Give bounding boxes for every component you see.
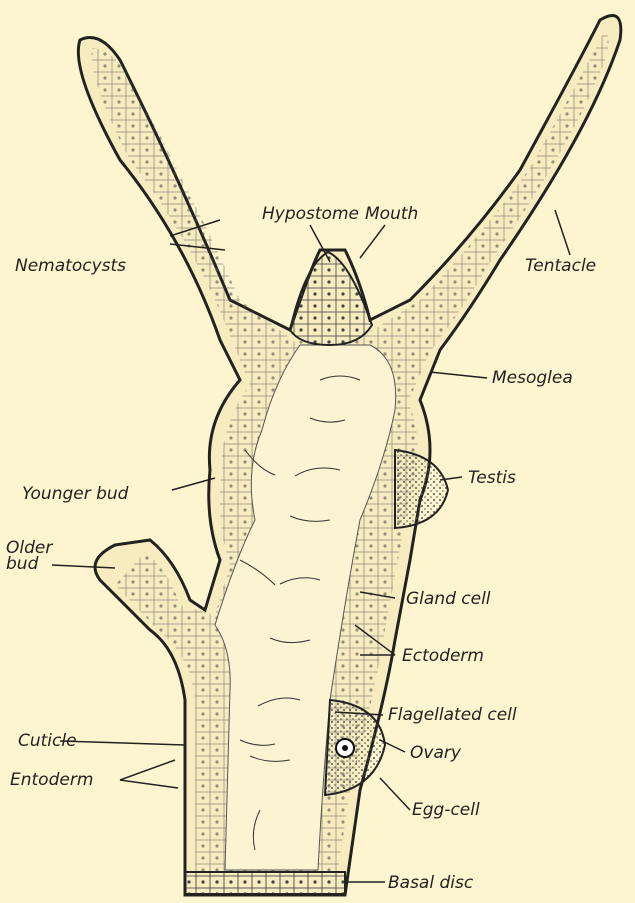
label-flagellated-cell: Flagellated cell	[388, 707, 517, 724]
label-basal-disc: Basal disc	[388, 875, 473, 892]
label-hypostome: Hypostome	[262, 206, 359, 223]
label-entoderm: Entoderm	[10, 772, 93, 789]
label-tentacle: Tentacle	[525, 258, 596, 275]
label-cuticle: Cuticle	[18, 733, 77, 750]
label-ovary: Ovary	[410, 745, 461, 762]
label-mouth: Mouth	[365, 206, 418, 223]
hypostome-shape	[290, 252, 372, 345]
label-ectoderm: Ectoderm	[402, 648, 484, 665]
label-younger-bud: Younger bud	[22, 486, 128, 503]
label-testis: Testis	[468, 470, 516, 487]
testis-shape	[395, 450, 448, 528]
label-gland-cell: Gland cell	[406, 591, 491, 608]
label-egg-cell: Egg-cell	[412, 802, 480, 819]
basal-disc-shape	[185, 872, 345, 894]
label-nematocysts: Nematocysts	[15, 258, 126, 275]
label-mesoglea: Mesoglea	[492, 370, 573, 387]
label-older-bud-2: bud	[6, 556, 38, 573]
